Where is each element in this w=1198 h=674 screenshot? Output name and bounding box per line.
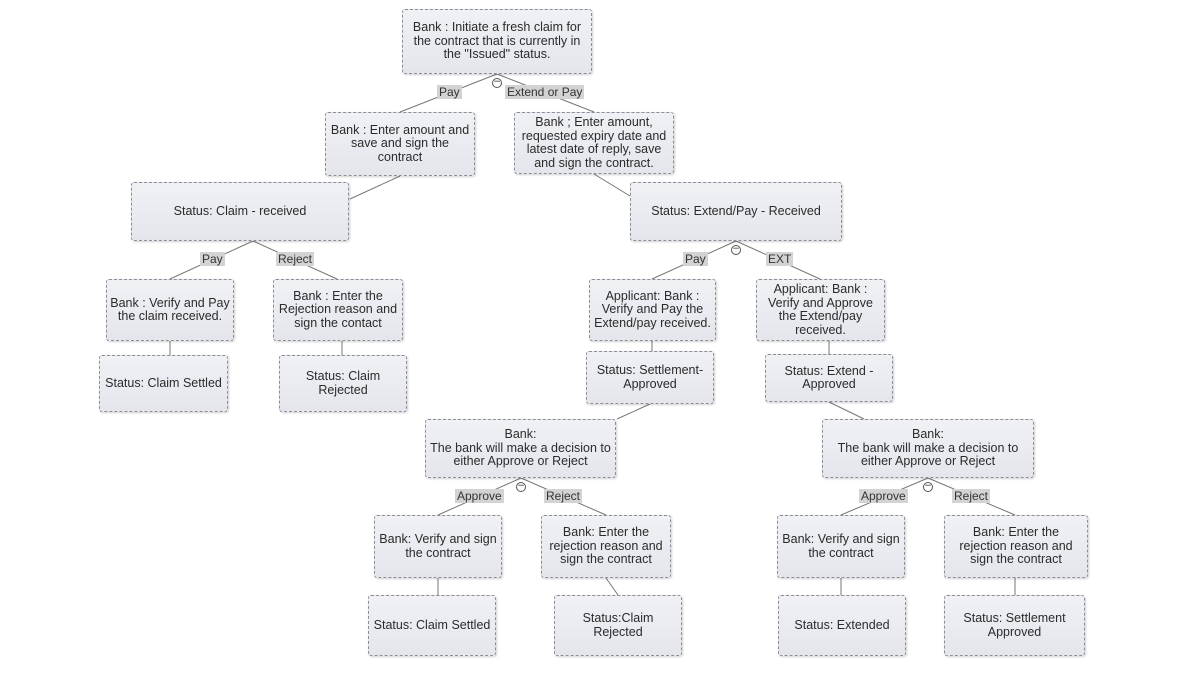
edge-label-ext: EXT bbox=[766, 252, 794, 266]
node-status-claim-rejected[interactable]: Status: Claim Rejected bbox=[279, 355, 407, 412]
edge-label-pay: Pay bbox=[683, 252, 708, 266]
node-enter-rejection-reason[interactable]: Bank: Enter the rejection reason and sig… bbox=[541, 515, 671, 578]
connector-reject1-rejected bbox=[605, 577, 619, 596]
connector-extend-decision2 bbox=[828, 401, 865, 420]
node-ext-enter-amount[interactable]: Bank ; Enter amount, requested expiry da… bbox=[514, 112, 674, 174]
node-initiate-claim[interactable]: Bank : Initiate a fresh claim for the co… bbox=[402, 9, 592, 74]
collapse-toggle-icon[interactable]: − bbox=[516, 481, 526, 492]
node-verify-sign-contract[interactable]: Bank: Verify and sign the contract bbox=[777, 515, 905, 578]
node-applicant-verify-approve[interactable]: Applicant: Bank : Verify and Approve the… bbox=[756, 279, 885, 341]
node-status-claim-settled[interactable]: Status: Claim Settled bbox=[368, 595, 496, 656]
node-bank-decision[interactable]: Bank: The bank will make a decision to e… bbox=[425, 419, 616, 478]
node-status-claim-received[interactable]: Status: Claim - received bbox=[131, 182, 349, 241]
node-pay-enter-amount[interactable]: Bank : Enter amount and save and sign th… bbox=[325, 112, 475, 176]
collapse-toggle-icon[interactable]: − bbox=[923, 481, 933, 492]
node-bank-decision[interactable]: Bank: The bank will make a decision to e… bbox=[822, 419, 1034, 478]
node-status-settlement-approved[interactable]: Status: Settlement-Approved bbox=[586, 351, 714, 404]
node-status-claim-settled[interactable]: Status: Claim Settled bbox=[99, 355, 228, 412]
node-status-extend-approved[interactable]: Status: Extend - Approved bbox=[765, 354, 893, 402]
collapse-toggle-icon[interactable]: − bbox=[492, 77, 502, 88]
edge-label-reject: Reject bbox=[276, 252, 315, 266]
connector-payenter-claim bbox=[349, 175, 401, 200]
collapse-toggle-icon[interactable]: − bbox=[731, 244, 741, 255]
node-status-settlement-approved[interactable]: Status: Settlement Approved bbox=[944, 595, 1085, 656]
edge-label-pay: Pay bbox=[200, 252, 225, 266]
edge-label-reject: Reject bbox=[952, 489, 991, 503]
node-applicant-verify-pay[interactable]: Applicant: Bank : Verify and Pay the Ext… bbox=[589, 279, 716, 341]
node-verify-sign-contract[interactable]: Bank: Verify and sign the contract bbox=[374, 515, 502, 578]
edge-label-approve: Approve bbox=[859, 489, 908, 503]
node-enter-rejection-reason[interactable]: Bank: Enter the rejection reason and sig… bbox=[944, 515, 1088, 578]
edge-label-approve: Approve bbox=[455, 489, 504, 503]
connector-extenter-extpay bbox=[593, 173, 631, 197]
edge-label-reject: Reject bbox=[544, 489, 583, 503]
edge-label-pay: Pay bbox=[437, 85, 462, 99]
connector-settlement-decision1 bbox=[616, 403, 651, 420]
node-enter-rejection-reason[interactable]: Bank : Enter the Rejection reason and si… bbox=[273, 279, 403, 341]
node-status-extend-pay-received[interactable]: Status: Extend/Pay - Received bbox=[630, 182, 842, 241]
node-verify-pay-claim[interactable]: Bank : Verify and Pay the claim received… bbox=[106, 279, 234, 341]
edge-label-extend-or-pay: Extend or Pay bbox=[505, 85, 585, 99]
node-status-extended[interactable]: Status: Extended bbox=[778, 595, 906, 656]
node-status-claim-rejected[interactable]: Status:Claim Rejected bbox=[554, 595, 682, 656]
